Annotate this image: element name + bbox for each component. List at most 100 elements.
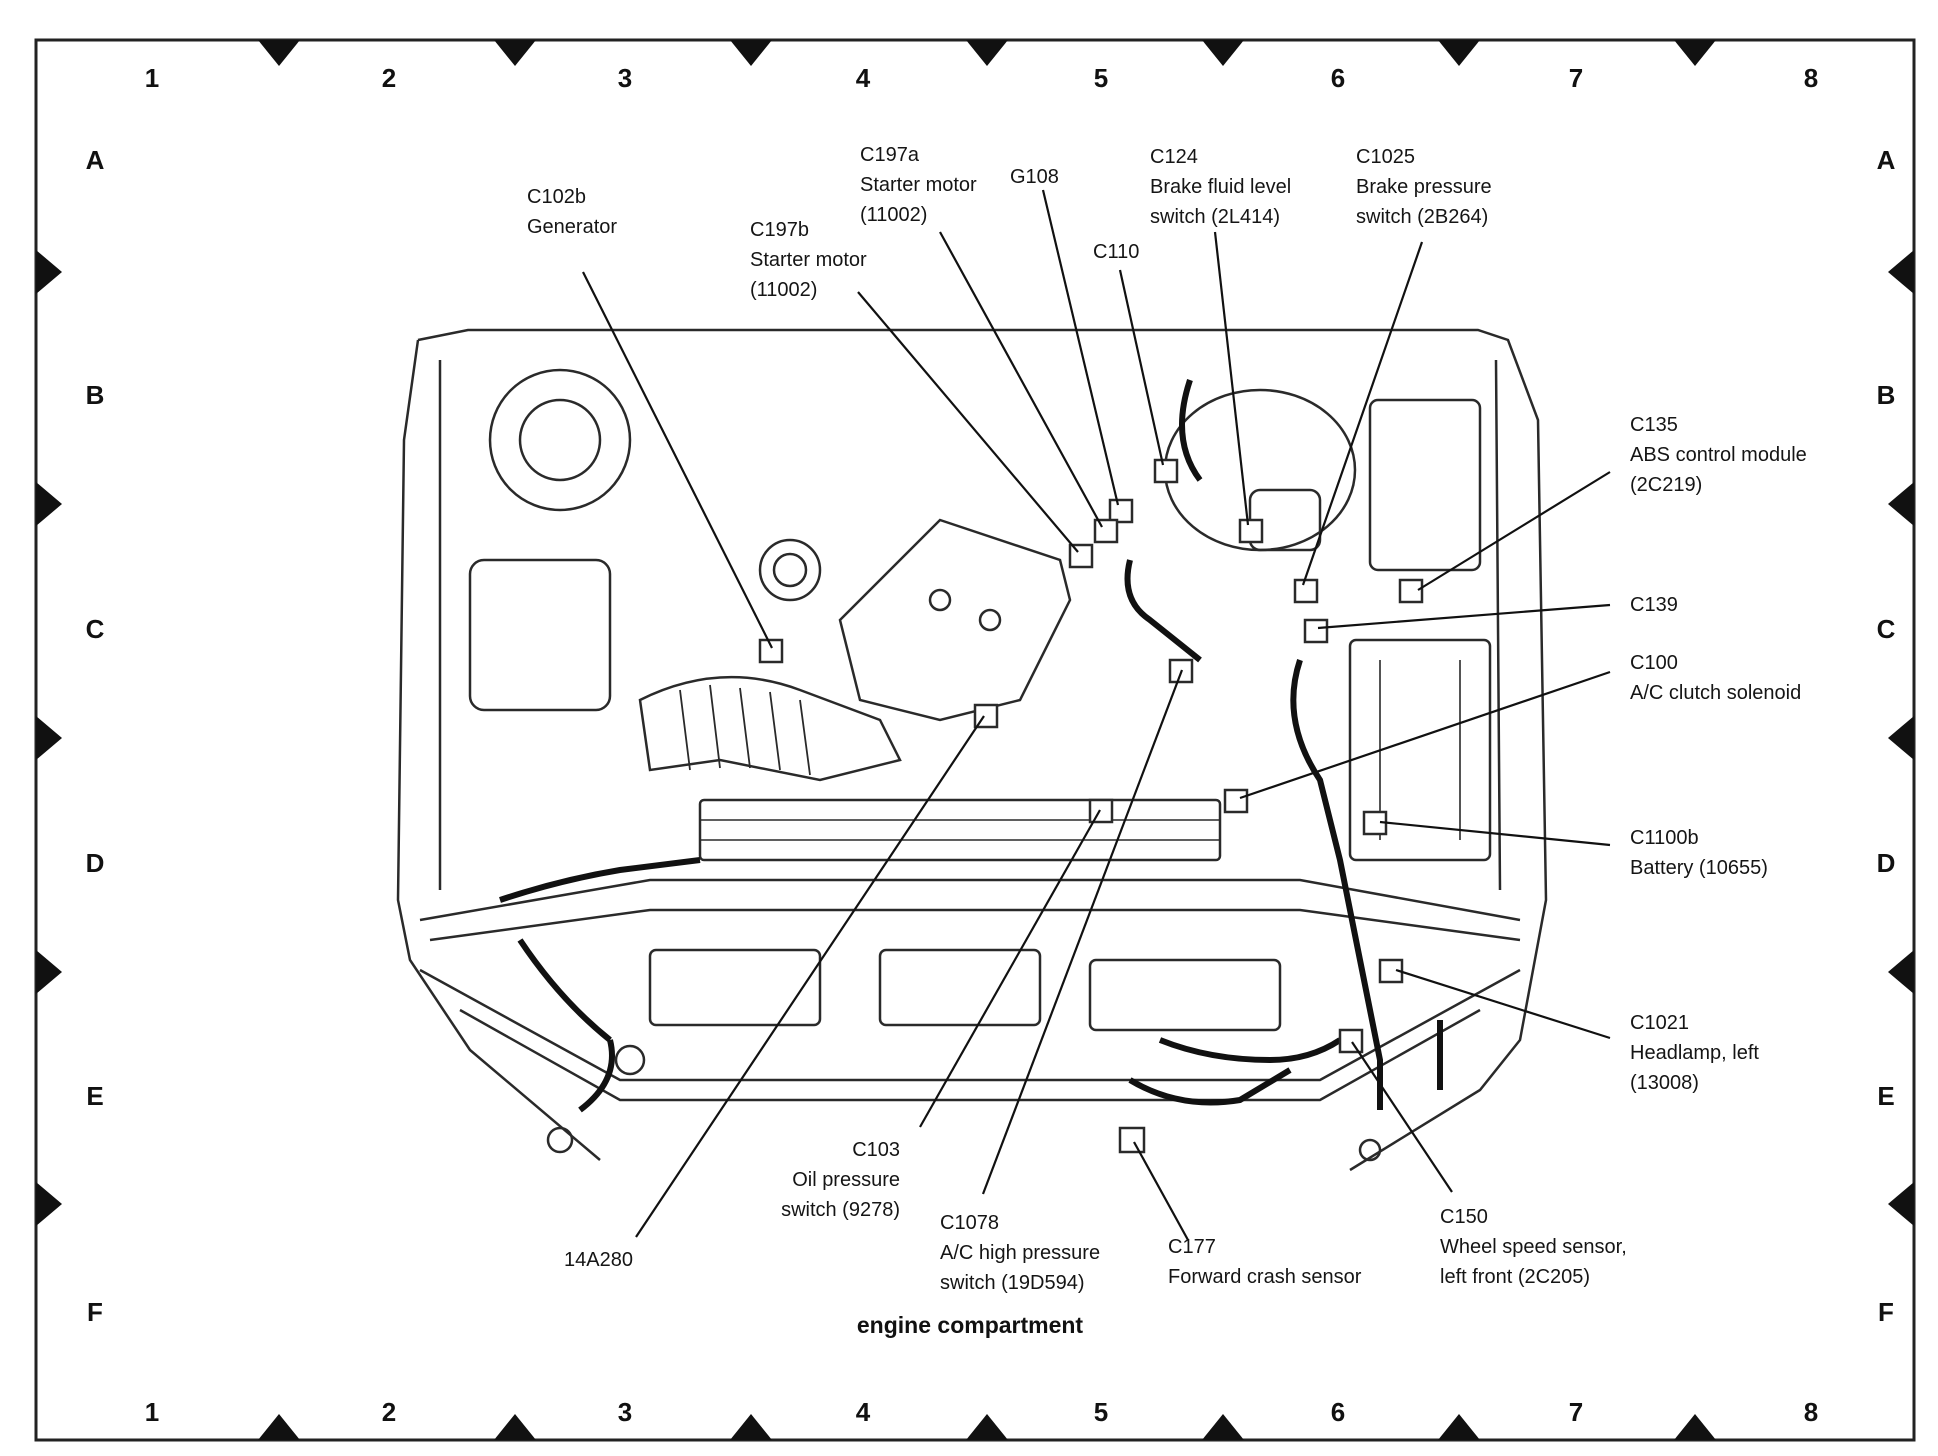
callout-c103: C103 Oil pressure switch (9278) bbox=[720, 1135, 900, 1225]
callout-c1100b-id: C1100b bbox=[1630, 827, 1699, 849]
callout-g108-id: G108 bbox=[1010, 166, 1059, 188]
connector-c177 bbox=[1118, 1126, 1146, 1154]
grid-col-4-bottom: 4 bbox=[855, 1397, 871, 1427]
callout-c102b-desc: Generator bbox=[527, 216, 618, 238]
callout-c1078-desc2: switch (19D594) bbox=[940, 1272, 1085, 1294]
grid-row-b-right: B bbox=[1876, 380, 1896, 410]
callout-c1025: C1025 Brake pressure switch (2B264) bbox=[1356, 142, 1492, 232]
hood-line bbox=[438, 359, 1502, 891]
callout-c1025-desc2: switch (2B264) bbox=[1356, 206, 1489, 228]
callout-c102b-id: C102b bbox=[527, 186, 586, 208]
callout-c197b-desc2: (11002) bbox=[750, 279, 818, 301]
callout-c1021-desc2: (13008) bbox=[1630, 1072, 1699, 1094]
callout-c1025-desc1: Brake pressure bbox=[1356, 176, 1492, 198]
callout-c150: C150 Wheel speed sensor, left front (2C2… bbox=[1440, 1202, 1627, 1292]
callout-c110: C110 bbox=[1093, 237, 1139, 267]
callout-c103-desc1: Oil pressure bbox=[792, 1169, 900, 1191]
grid-markers-bottom bbox=[258, 1414, 1716, 1440]
leader-c139 bbox=[1317, 603, 1611, 630]
battery bbox=[1348, 638, 1492, 862]
callout-c1025-id: C1025 bbox=[1356, 146, 1415, 168]
callout-c1078-id: C1078 bbox=[940, 1212, 999, 1234]
grid-markers-left bbox=[36, 250, 62, 1226]
grid-markers-top bbox=[258, 40, 1716, 66]
grid-col-2-bottom: 2 bbox=[381, 1397, 397, 1427]
leader-c102b bbox=[582, 271, 773, 649]
front-bumper bbox=[419, 968, 1521, 1102]
grid-col-6-top: 6 bbox=[1330, 63, 1346, 93]
callout-c1078: C1078 A/C high pressure switch (19D594) bbox=[940, 1208, 1100, 1298]
callout-c177-desc: Forward crash sensor bbox=[1168, 1266, 1362, 1288]
grid-col-7-top: 7 bbox=[1568, 63, 1584, 93]
grid-row-b-left: B bbox=[85, 380, 105, 410]
callout-c1021-desc1: Headlamp, left bbox=[1630, 1042, 1759, 1064]
callout-c103-desc2: switch (9278) bbox=[781, 1199, 900, 1221]
callout-c100: C100 A/C clutch solenoid bbox=[1630, 648, 1801, 708]
coolant-reservoir bbox=[468, 558, 612, 712]
grid-col-1-top: 1 bbox=[144, 63, 160, 93]
grid-col-2-top: 2 bbox=[381, 63, 397, 93]
grid-row-e-left: E bbox=[86, 1081, 104, 1111]
leader-lines bbox=[582, 189, 1611, 1241]
callout-c197a-id: C197a bbox=[860, 144, 919, 166]
leader-c103 bbox=[919, 809, 1101, 1128]
fender-outline bbox=[396, 328, 1548, 1172]
callout-c1100b-desc: Battery (10655) bbox=[1630, 857, 1768, 879]
connector-c102b bbox=[758, 638, 784, 664]
grid-col-8-bottom: 8 bbox=[1803, 1397, 1819, 1427]
grid-row-f-left: F bbox=[87, 1297, 103, 1327]
callout-g108: G108 bbox=[1010, 162, 1059, 192]
callout-c197a-desc2: (11002) bbox=[860, 204, 928, 226]
grid-row-d-right: D bbox=[1876, 848, 1896, 878]
grid-row-c-right: C bbox=[1876, 614, 1896, 644]
leader-c1100b bbox=[1379, 820, 1611, 847]
leader-g108 bbox=[1041, 189, 1120, 506]
leader-c100 bbox=[1239, 670, 1611, 800]
callout-14a280: 14A280 bbox=[564, 1245, 633, 1275]
leader-c135 bbox=[1417, 471, 1611, 591]
connector-c110 bbox=[1153, 458, 1179, 484]
leader-14a280 bbox=[635, 715, 985, 1238]
callout-c135-id: C135 bbox=[1630, 414, 1678, 436]
connector-c124 bbox=[1238, 518, 1264, 544]
grid-markers-right bbox=[1888, 250, 1914, 1226]
connector-g108 bbox=[1108, 498, 1134, 524]
grid-col-3-bottom: 3 bbox=[617, 1397, 633, 1427]
leader-c110 bbox=[1118, 269, 1165, 466]
callout-c100-id: C100 bbox=[1630, 652, 1678, 674]
grid-col-5-top: 5 bbox=[1093, 63, 1109, 93]
radiator bbox=[698, 798, 1222, 862]
callout-c139: C139 bbox=[1630, 590, 1678, 620]
leader-c197a bbox=[939, 231, 1103, 528]
connector-c150 bbox=[1338, 1028, 1364, 1054]
callout-c197b-id: C197b bbox=[750, 219, 809, 241]
grid-row-a-left: A bbox=[85, 145, 105, 175]
grid-col-4-top: 4 bbox=[855, 63, 871, 93]
grid-col-5-bottom: 5 bbox=[1093, 1397, 1109, 1427]
grid-col-3-top: 3 bbox=[617, 63, 633, 93]
grille-opening-center bbox=[878, 948, 1042, 1027]
callout-c150-id: C150 bbox=[1440, 1206, 1488, 1228]
callout-c197a-desc1: Starter motor bbox=[860, 174, 977, 196]
leader-c197b bbox=[857, 291, 1079, 553]
air-cleaner-inner bbox=[518, 398, 602, 482]
callout-c177-id: C177 bbox=[1168, 1236, 1216, 1258]
leader-c1025 bbox=[1301, 241, 1424, 586]
callout-c102b: C102b Generator bbox=[527, 182, 617, 242]
callout-c124: C124 Brake fluid level switch (2L414) bbox=[1150, 142, 1291, 232]
callout-c1021-id: C1021 bbox=[1630, 1012, 1689, 1034]
connector-c100 bbox=[1223, 788, 1249, 814]
wiring-harness bbox=[499, 379, 1443, 1113]
grid-col-8-top: 8 bbox=[1803, 63, 1819, 93]
callout-c135: C135 ABS control module (2C219) bbox=[1630, 410, 1807, 500]
leader-c124 bbox=[1213, 231, 1250, 526]
abs-module bbox=[1368, 398, 1482, 572]
callout-c197a: C197a Starter motor (11002) bbox=[860, 140, 977, 230]
callout-14a280-id: 14A280 bbox=[564, 1249, 633, 1271]
grille-opening-right bbox=[1088, 958, 1282, 1032]
leader-c1021 bbox=[1395, 968, 1611, 1040]
callout-c135-desc2: (2C219) bbox=[1630, 474, 1703, 496]
callout-c139-id: C139 bbox=[1630, 594, 1678, 616]
connector-c1025 bbox=[1293, 578, 1319, 604]
